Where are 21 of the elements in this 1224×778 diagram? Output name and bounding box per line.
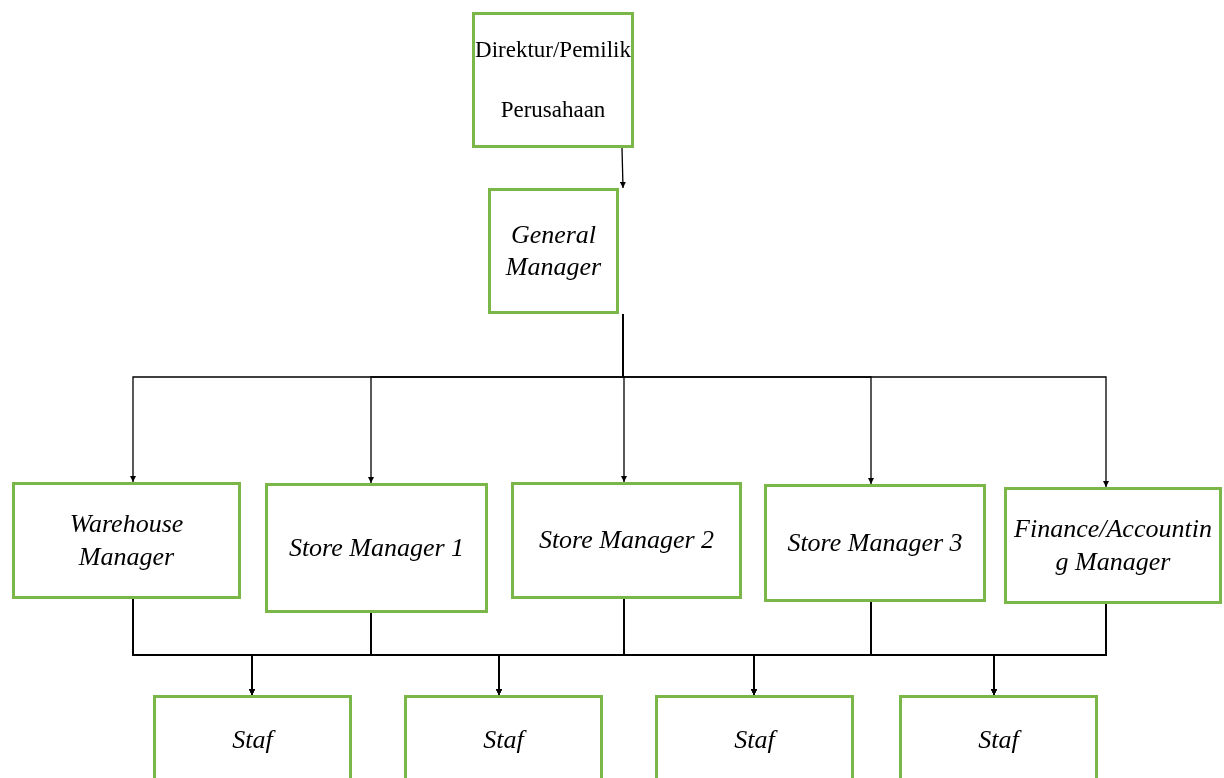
role-label: General Manager	[504, 218, 603, 283]
role-box	[764, 484, 986, 602]
role-box	[265, 483, 488, 613]
role-label: Direktur/Pemilik Perusahaan	[475, 36, 631, 124]
connector-arrow	[991, 603, 1107, 696]
role-label: Warehouse Manager	[68, 508, 185, 573]
role-box	[511, 482, 742, 599]
role-label: Store Manager 2	[538, 524, 715, 557]
staff-box	[404, 695, 603, 778]
staff-box	[899, 695, 1098, 778]
role-box	[488, 188, 619, 314]
connector-arrow	[619, 147, 626, 189]
staff-box	[655, 695, 854, 778]
role-label: Finance/Accounting Manager	[1013, 513, 1213, 578]
connector-arrow	[622, 313, 1109, 488]
role-label: Store Manager 1	[288, 531, 465, 564]
staff-box	[153, 695, 352, 778]
role-box	[1004, 487, 1222, 604]
role-label: Store Manager 3	[787, 526, 963, 559]
role-box	[12, 482, 241, 599]
role-box	[472, 12, 634, 148]
